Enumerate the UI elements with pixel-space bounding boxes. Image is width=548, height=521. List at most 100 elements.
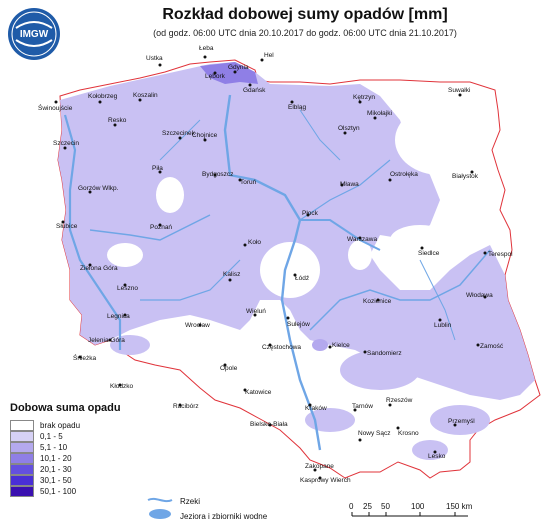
city-label: Mława xyxy=(340,181,359,188)
city-label: Chojnice xyxy=(192,132,218,139)
city-label: Lesko xyxy=(428,453,446,460)
city-label: Białystok xyxy=(452,173,479,180)
legend-item: 0,1 - 5 xyxy=(10,431,80,442)
city-label: Szczecin xyxy=(53,140,79,147)
city-label: Leszno xyxy=(117,285,138,292)
city-label: Gdynia xyxy=(228,64,249,71)
city-label: Hel xyxy=(264,52,274,59)
city-label: Bydgoszcz xyxy=(202,171,233,178)
city-label: Warszawa xyxy=(347,236,377,243)
city-label: Przemyśl xyxy=(448,418,475,425)
dry-zone xyxy=(395,105,485,175)
legend-swatch xyxy=(10,475,34,486)
city-label: Kasprowy Wierch xyxy=(300,477,351,484)
dry-zone xyxy=(107,243,143,267)
city-label: Toruń xyxy=(240,179,257,186)
dry-zone xyxy=(260,242,320,298)
city-label: Jelenia Góra xyxy=(88,337,125,344)
legend-item: brak opadu xyxy=(10,420,80,431)
city-label: Wieluń xyxy=(246,308,266,315)
scale-tick-label: 150 km xyxy=(446,502,473,511)
legend-item: 30,1 - 50 xyxy=(10,475,80,486)
legend-item: 5,1 - 10 xyxy=(10,442,80,453)
city-labels: Łeba Hel Ustka Gdynia Lębork Gdańsk Koło… xyxy=(38,45,513,484)
city-label: Rzeszów xyxy=(386,397,413,404)
legend-label: 50,1 - 100 xyxy=(40,487,77,496)
precip-patch xyxy=(412,440,448,460)
city-label: Terespol xyxy=(488,251,513,258)
legend-label: 10,1 - 20 xyxy=(40,454,72,463)
city-label: Płock xyxy=(302,210,319,217)
legend-swatch xyxy=(10,420,34,431)
imgw-logo: IMGW xyxy=(6,6,62,62)
city-label: Olsztyn xyxy=(338,125,360,132)
legend-label: 0,1 - 5 xyxy=(40,432,63,441)
legend-item: 20,1 - 30 xyxy=(10,464,80,475)
city-label: Siedlce xyxy=(418,250,440,257)
city-label: Sulejów xyxy=(287,321,310,328)
city-label: Kozienice xyxy=(363,298,392,305)
city-label: Nowy Sącz xyxy=(358,430,391,437)
city-label: Świnoujście xyxy=(38,103,73,112)
city-label: Zamość xyxy=(480,343,504,350)
legend-label: 5,1 - 10 xyxy=(40,443,68,452)
city-label: Kielce xyxy=(332,342,350,349)
city-label: Łeba xyxy=(199,45,214,52)
scale-tick-label: 25 xyxy=(363,502,372,511)
city-label: Suwałki xyxy=(448,87,470,94)
precip-patch xyxy=(305,408,355,432)
city-label: Katowice xyxy=(245,389,272,396)
dry-zone xyxy=(390,225,450,255)
city-label: Koło xyxy=(248,239,261,246)
precip-patch-medium xyxy=(312,339,328,351)
legend-swatch xyxy=(10,442,34,453)
city-label: Ostrołęka xyxy=(390,171,418,178)
city-label: Śnieżka xyxy=(73,353,97,362)
city-label: Kalisz xyxy=(223,271,240,278)
city-label: Łódź xyxy=(295,275,309,282)
city-label: Poznań xyxy=(150,224,172,231)
legend-swatch xyxy=(10,431,34,442)
city-label: Sandomierz xyxy=(367,350,402,357)
city-label: Koszalin xyxy=(133,92,158,99)
city-label: Lublin xyxy=(434,322,452,329)
city-label: Włodawa xyxy=(466,292,493,299)
map-title: Rozkład dobowej sumy opadów [mm] xyxy=(162,6,448,23)
precip-patch xyxy=(340,350,420,390)
city-label: Kołobrzeg xyxy=(88,93,118,100)
city-markers xyxy=(54,55,487,480)
legend: brak opadu 0,1 - 5 5,1 - 10 10,1 - 20 20… xyxy=(10,420,80,497)
city-label: Lębork xyxy=(205,73,226,80)
precip-zone-medium xyxy=(200,62,258,84)
city-label: Mikołajki xyxy=(367,110,392,117)
logo-icon: IMGW xyxy=(8,8,60,60)
city-label: Gdańsk xyxy=(243,87,266,94)
city-label: Opole xyxy=(220,365,238,372)
city-label: Gorzów Wlkp. xyxy=(78,185,119,192)
city-label: Ustka xyxy=(146,55,163,62)
river-legend-line xyxy=(147,497,173,503)
city-label: Kraków xyxy=(305,405,327,412)
dry-zone xyxy=(348,240,372,270)
scale-tick-label: 0 xyxy=(349,502,354,511)
legend-title: Dobowa suma opadu xyxy=(10,402,121,414)
city-label: Częstochowa xyxy=(262,344,301,351)
lake-legend-shape xyxy=(149,509,171,519)
map-subtitle: (od godz. 06:00 UTC dnia 20.10.2017 do g… xyxy=(153,28,457,38)
city-label: Elbląg xyxy=(288,104,306,111)
city-label: Zielona Góra xyxy=(80,265,118,272)
city-label: Słubice xyxy=(56,223,78,230)
rivers-legend-label: Rzeki xyxy=(180,497,201,506)
legend-item: 50,1 - 100 xyxy=(10,486,80,497)
scale-bar xyxy=(351,512,468,517)
legend-swatch xyxy=(10,464,34,475)
scale-tick-label: 50 xyxy=(381,502,390,511)
city-label: Zakopane xyxy=(305,463,334,470)
city-label: Tarnów xyxy=(352,403,373,410)
city-label: Bielsko-Biała xyxy=(250,421,288,428)
city-label: Racibórz xyxy=(173,403,199,410)
legend-swatch xyxy=(10,486,34,497)
rivers xyxy=(63,94,491,451)
city-label: Resko xyxy=(108,117,127,124)
